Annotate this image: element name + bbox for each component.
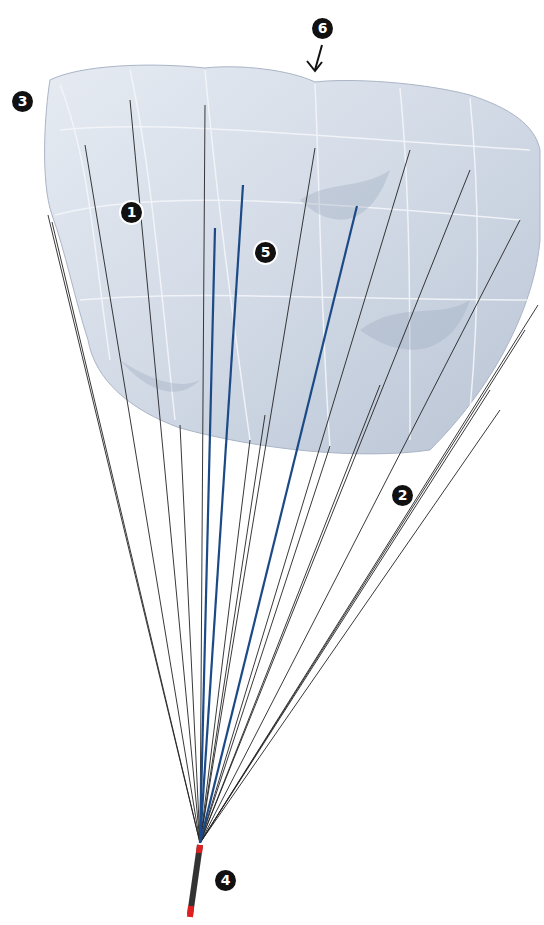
suspension-line <box>200 150 410 843</box>
brake-line <box>200 228 215 843</box>
riser-link <box>199 845 200 853</box>
suspension-line <box>180 425 200 843</box>
callout-number: 4 <box>215 870 236 891</box>
callout-number: 2 <box>392 485 413 506</box>
suspension-line <box>200 410 500 843</box>
callout-number: 3 <box>12 91 33 112</box>
suspension-line <box>52 222 200 843</box>
canopy <box>45 65 540 454</box>
suspension-line <box>48 215 200 843</box>
suspension-line <box>200 385 380 843</box>
leader-arrow <box>307 45 322 71</box>
callout-number: 5 <box>255 242 276 263</box>
suspension-line <box>85 145 200 843</box>
riser-end <box>190 906 191 917</box>
suspension-lines <box>48 100 538 843</box>
riser-strap <box>190 845 200 915</box>
riser <box>190 845 200 917</box>
suspension-line <box>200 170 470 843</box>
suspension-line <box>200 390 490 843</box>
suspension-line <box>200 305 538 843</box>
callout-number: 6 <box>312 18 333 39</box>
brake-line <box>200 206 357 843</box>
canopy-seams <box>55 70 530 448</box>
canopy-shading <box>120 170 470 392</box>
arrow-head <box>307 61 322 71</box>
suspension-line <box>200 220 520 843</box>
brake-line <box>200 185 243 843</box>
suspension-line <box>200 330 525 843</box>
suspension-line <box>200 148 315 843</box>
callout-number: 1 <box>121 202 142 223</box>
suspension-line <box>200 446 330 843</box>
